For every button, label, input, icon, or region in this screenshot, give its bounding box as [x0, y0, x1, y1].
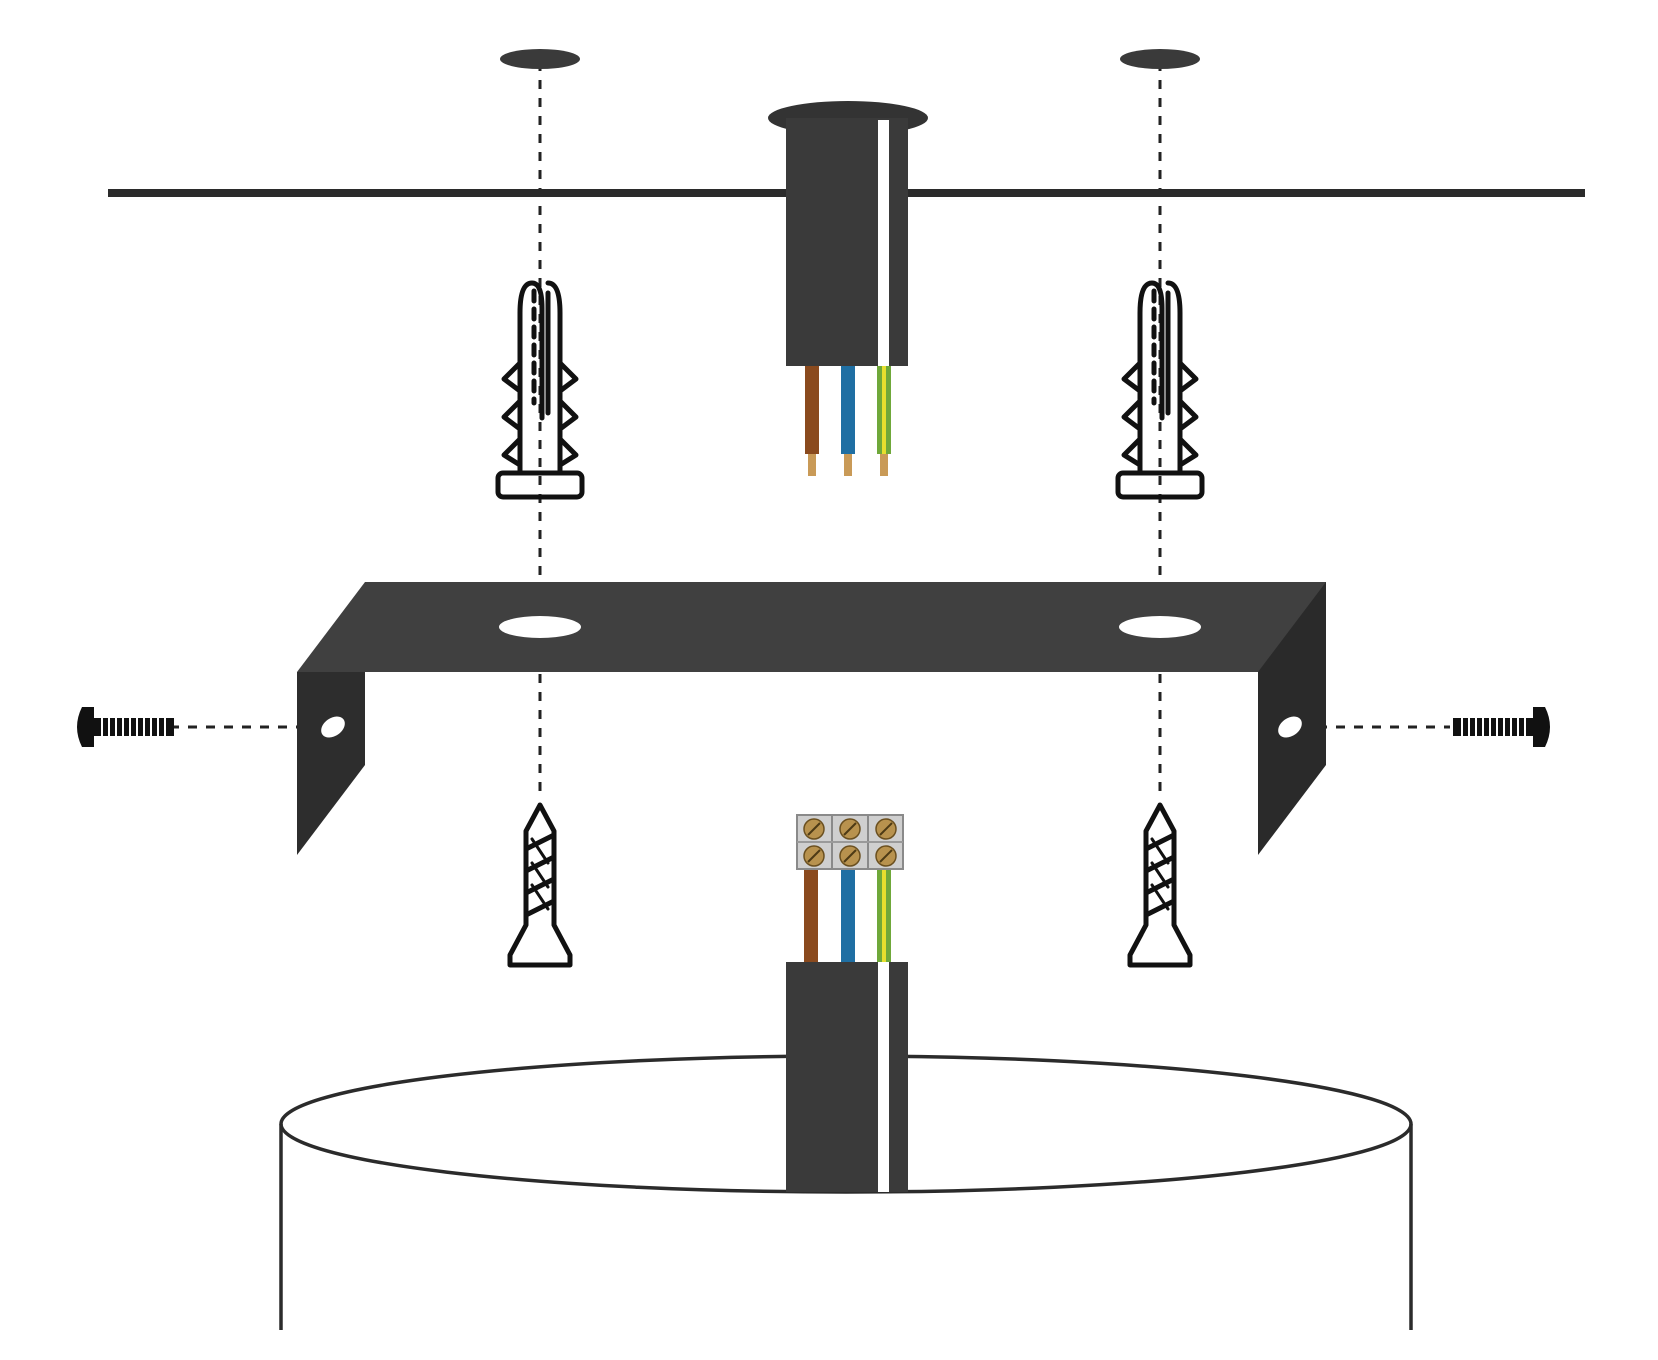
- lamp-wire-live: [804, 866, 818, 962]
- ceiling-hole-left: [500, 49, 580, 69]
- side-screw-right: [1452, 706, 1551, 748]
- bracket-hole-left: [499, 616, 581, 638]
- wire-neutral: [841, 366, 855, 454]
- bracket-side-hole-left: [321, 716, 345, 738]
- lamp-wire-neutral: [841, 866, 855, 962]
- side-screw-left: [76, 706, 175, 748]
- mains-cable: [768, 101, 928, 476]
- mounting-bracket: [297, 582, 1326, 855]
- lamp-cable: [786, 866, 908, 1192]
- wood-screw-left: [510, 805, 570, 965]
- bracket-hole-right: [1119, 616, 1201, 638]
- bracket-side-hole-right: [1278, 716, 1302, 738]
- wire-live: [805, 366, 819, 454]
- wood-screw-right: [1130, 805, 1190, 965]
- ceiling-hole-right: [1120, 49, 1200, 69]
- terminal-block: [796, 814, 904, 870]
